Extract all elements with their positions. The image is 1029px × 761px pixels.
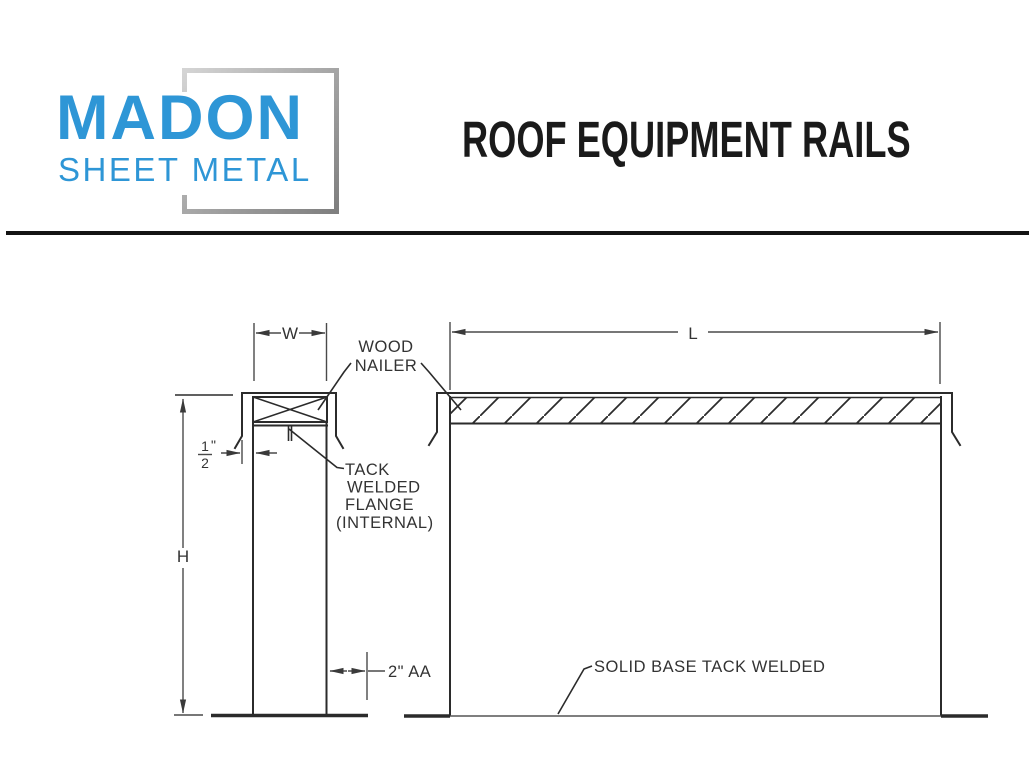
dimension-base-flange: 2" AA — [329, 652, 431, 700]
tack-welded-flange-callout: TACK WELDED FLANGE (INTERNAL) — [288, 428, 434, 532]
tack-label-1: TACK — [345, 461, 390, 479]
solid-base-callout: SOLID BASE TACK WELDED — [557, 658, 825, 715]
section-view: W H 1 " 2 — [174, 323, 462, 718]
dim-half-numerator: 1 — [201, 438, 209, 454]
elevation-cap-flashing — [427, 392, 962, 447]
wood-nailer-box — [252, 396, 328, 427]
tack-label-2: WELDED — [347, 479, 421, 497]
internal-flange-tick — [287, 426, 293, 441]
wood-nailer-label-2: NAILER — [355, 357, 418, 375]
dimension-h: H — [174, 398, 203, 716]
dimension-half-inch: 1 " 2 — [198, 437, 277, 471]
wood-nailer-leader-left — [317, 362, 352, 411]
header-divider-rule — [6, 231, 1029, 235]
dim-half-unit: " — [211, 437, 216, 453]
solid-base-label: SOLID BASE TACK WELDED — [594, 658, 825, 676]
logo-name: MADON — [56, 83, 304, 153]
dimension-w: W — [253, 323, 328, 381]
wood-nailer-label-1: WOOD — [358, 338, 413, 356]
dim-h-label: H — [177, 547, 189, 566]
page-title: ROOF EQUIPMENT RAILS — [462, 111, 911, 168]
dim-w-label: W — [282, 324, 298, 343]
logo-tagline: SHEET METAL — [58, 151, 312, 188]
elevation-view: L — [404, 322, 988, 718]
solid-base-leader — [557, 665, 593, 715]
cap-flashing — [233, 392, 345, 450]
wood-nailer-callout: WOOD NAILER — [317, 338, 462, 411]
tack-leader — [288, 428, 345, 470]
dim-base-flange-label: 2" AA — [388, 663, 431, 681]
dim-half-denominator: 2 — [201, 455, 209, 471]
logo-frame-gap — [179, 92, 191, 195]
dim-l-label: L — [688, 324, 697, 343]
elevation-nailer-bar — [449, 396, 942, 425]
tack-label-4: (INTERNAL) — [336, 514, 434, 532]
tack-label-3: FLANGE — [345, 496, 414, 514]
dimension-l: L — [449, 322, 941, 390]
